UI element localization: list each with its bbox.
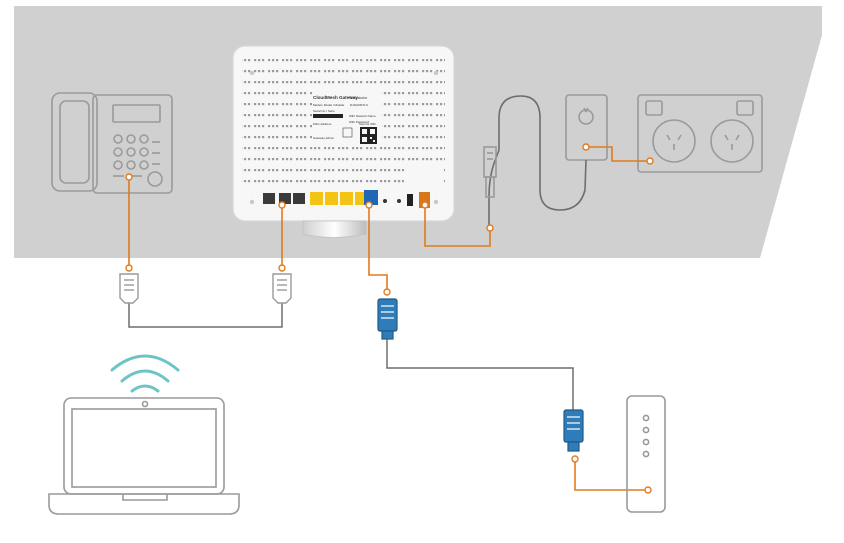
router-serial-line: Serial No / Série (313, 109, 335, 113)
cable-dots (125, 143, 654, 494)
desk-phone-icon (51, 92, 173, 194)
certification-mark (342, 127, 353, 138)
power-socket (419, 192, 430, 208)
rj45-plug-icon (563, 409, 584, 452)
router-barcode (313, 114, 343, 118)
router-label: CloudMesh Gateway Technicolor Modem Mode… (313, 95, 377, 144)
wifi-signal-icon (110, 354, 180, 393)
grey-cables (128, 298, 574, 410)
router-model-code: DJA0230TLS (350, 103, 368, 107)
router-maker: Technicolor (349, 96, 368, 100)
wps-button (383, 199, 387, 203)
qr-code (360, 127, 377, 144)
router-model-line: Modem Model / Modèle (313, 103, 345, 107)
power-outlet-icon (637, 94, 763, 173)
wan-port (364, 190, 378, 205)
phone-keypad (113, 134, 149, 170)
router-stand (302, 220, 367, 238)
router-brand: CloudMesh Gateway (313, 95, 358, 100)
reset-button (397, 199, 401, 203)
rj11-plug-icon (119, 273, 139, 304)
router-barcode-caption: Scan for WiFi (359, 122, 376, 126)
phone-ports (263, 193, 305, 204)
rj45-plug-icon (377, 298, 398, 340)
rj11-plug-icon (272, 273, 292, 304)
network-termination-device-icon (626, 395, 666, 513)
router-mac-line: MAC Address (313, 122, 332, 126)
router-admin-label: Gateway Admin (313, 136, 334, 140)
power-adapter-icon (483, 94, 608, 229)
router-wifi-network-label: WiFi Network Name (349, 114, 376, 118)
router-wifi-password-label: WiFi Password (349, 120, 369, 124)
laptop-icon (48, 397, 240, 515)
router: CloudMesh Gateway Technicolor Modem Mode… (232, 45, 455, 238)
usb-port (407, 194, 413, 206)
cable-markers (128, 146, 650, 491)
